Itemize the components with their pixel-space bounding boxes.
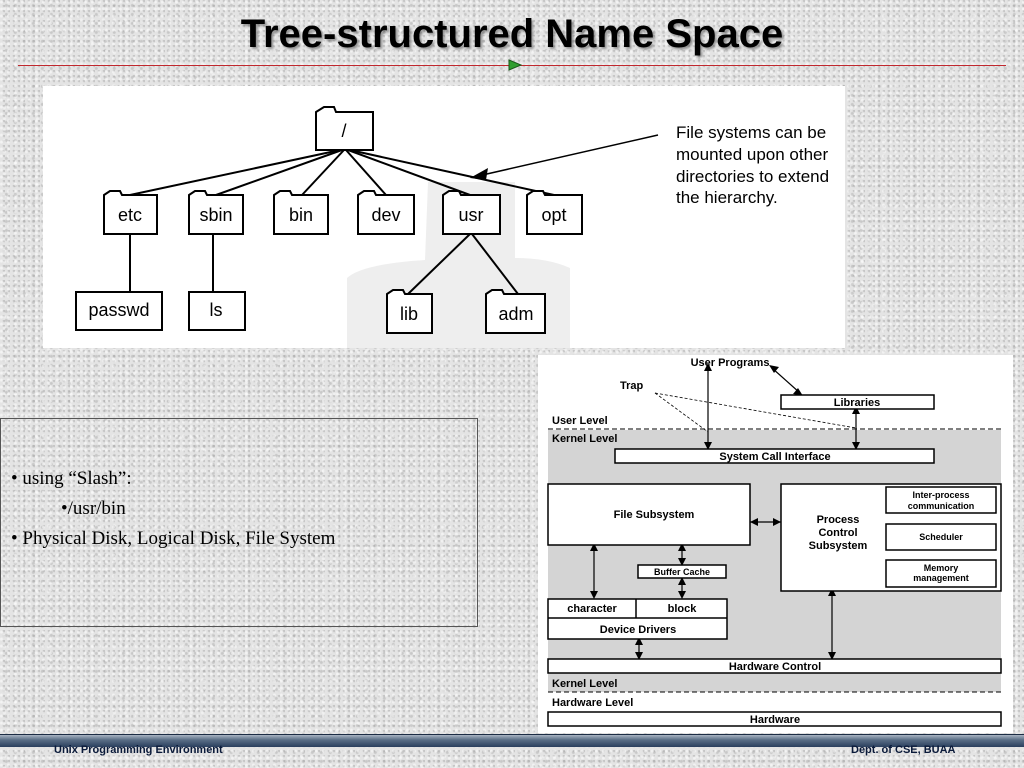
footer-course: Unix Programming Environment: [54, 744, 223, 756]
folder-etc: etc: [118, 205, 142, 225]
folder-dev: dev: [371, 205, 400, 225]
label-kernel-level: Kernel Level: [552, 433, 617, 445]
folder-usr: usr: [458, 205, 483, 225]
box-character: character: [567, 603, 617, 615]
kernel-architecture-diagram: User Programs Libraries System Call Inte…: [538, 355, 1013, 733]
folder-adm: adm: [498, 304, 533, 324]
box-device-drivers: Device Drivers: [600, 624, 676, 636]
mount-note: File systems can be mounted upon other d…: [676, 123, 829, 207]
folder-bin: bin: [289, 205, 313, 225]
memory-line: management: [913, 573, 969, 583]
label-hardware-level: Hardware Level: [552, 697, 633, 709]
file-passwd: passwd: [88, 300, 149, 320]
folder-sbin: sbin: [199, 205, 232, 225]
slide-title: Tree-structured Name Space: [240, 12, 784, 56]
label-kernel-level-bottom: Kernel Level: [552, 678, 617, 690]
bullet-text-box: • using “Slash”: •/usr/bin • Physical Di…: [0, 418, 478, 627]
bullet-using-slash: • using “Slash”:: [11, 468, 132, 489]
mount-note-line: File systems can be: [676, 123, 826, 142]
footer-bar: [0, 734, 1024, 747]
process-control-line: Process: [817, 514, 860, 526]
folder-root: /: [341, 121, 346, 141]
folder-opt: opt: [541, 205, 566, 225]
bullet-disk-levels: • Physical Disk, Logical Disk, File Syst…: [11, 528, 336, 549]
process-control-line: Subsystem: [809, 540, 868, 552]
mount-note-line: mounted upon other: [676, 145, 829, 164]
box-hardware-control: Hardware Control: [729, 661, 821, 673]
label-trap: Trap: [620, 380, 644, 392]
memory-line: Memory: [924, 563, 959, 573]
play-arrow-icon: [508, 59, 522, 71]
folder-lib: lib: [400, 304, 418, 324]
label-user-programs: User Programs: [691, 357, 770, 369]
mount-note-line: directories to extend: [676, 167, 829, 186]
file-ls: ls: [210, 300, 223, 320]
directory-tree-diagram: / etc sbin bin dev usr opt passwd ls lib…: [43, 86, 845, 348]
process-control-line: Control: [818, 527, 857, 539]
box-hardware: Hardware: [750, 714, 800, 726]
box-system-call-interface: System Call Interface: [719, 451, 830, 463]
box-file-subsystem: File Subsystem: [614, 509, 695, 521]
footer-dept: Dept. of CSE, BUAA: [851, 744, 956, 756]
bullet-usr-bin: •/usr/bin: [61, 498, 126, 519]
ipc-line: communication: [908, 501, 975, 511]
label-user-level: User Level: [552, 415, 608, 427]
box-scheduler: Scheduler: [919, 532, 963, 542]
ipc-line: Inter-process: [912, 490, 969, 500]
box-buffer-cache: Buffer Cache: [654, 567, 710, 577]
mount-note-line: the hierarchy.: [676, 188, 778, 207]
box-block: block: [668, 603, 698, 615]
box-libraries: Libraries: [834, 397, 880, 409]
